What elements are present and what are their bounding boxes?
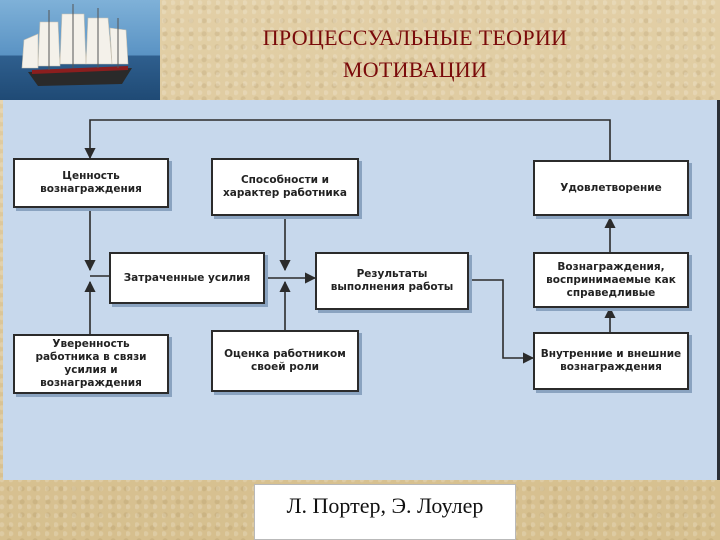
node-fair-rewards: Вознаграждения, воспринимаемые как справ… — [533, 252, 689, 308]
node-satisfaction: Удовлетворение — [533, 160, 689, 216]
node-fair-rewards-label: Вознаграждения, воспринимаемые как справ… — [546, 260, 676, 299]
connector-lines — [84, 119, 616, 364]
author-text: Л. Портер, Э. Лоулер — [286, 493, 484, 518]
node-role-assessment-label: Оценка работником своей роли — [224, 348, 346, 373]
node-results-label: Результаты выполнения работы — [330, 268, 454, 293]
node-confidence-label: Уверенность работника в связи усилия и в… — [35, 338, 147, 389]
slide-title: ПРОЦЕССУАЛЬНЫЕ ТЕОРИИ МОТИВАЦИИ — [185, 22, 645, 86]
title-line-2: МОТИВАЦИИ — [342, 57, 488, 82]
node-internal-external-label: Внутренние и внешние вознаграждения — [540, 348, 682, 373]
sailing-ship-icon — [21, 4, 132, 86]
node-reward-value: Ценность вознаграждения — [13, 158, 169, 208]
node-abilities: Способности и характер работника — [211, 158, 359, 216]
node-results: Результаты выполнения работы — [315, 252, 469, 310]
ship-image — [0, 0, 160, 100]
node-satisfaction-label: Удовлетворение — [560, 181, 662, 194]
node-internal-external: Внутренние и внешние вознаграждения — [533, 332, 689, 390]
node-role-assessment: Оценка работником своей роли — [211, 330, 359, 392]
node-effort-label: Затраченные усилия — [123, 271, 251, 284]
author-box: Л. Портер, Э. Лоулер — [254, 484, 516, 540]
node-reward-value-label: Ценность вознаграждения — [40, 170, 142, 195]
title-line-1: ПРОЦЕССУАЛЬНЫЕ ТЕОРИИ — [262, 25, 568, 50]
node-confidence: Уверенность работника в связи усилия и в… — [13, 334, 169, 394]
node-abilities-label: Способности и характер работника — [222, 174, 348, 199]
node-effort: Затраченные усилия — [109, 252, 265, 304]
diagram-panel: Ценность вознаграждения Способности и ха… — [3, 100, 720, 480]
